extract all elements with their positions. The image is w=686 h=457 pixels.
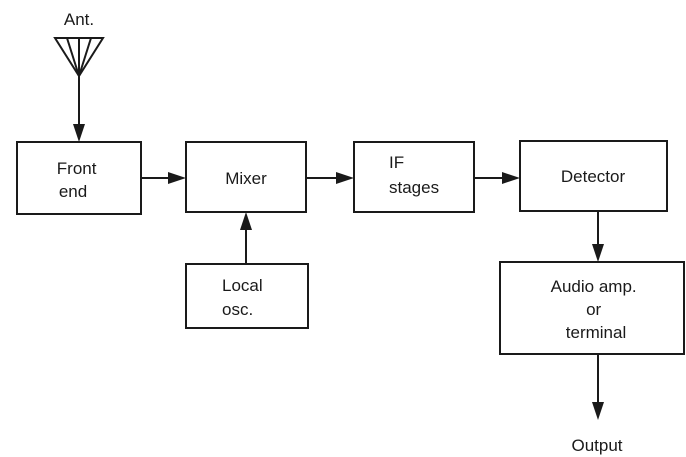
block-mixer: Mixer: [185, 141, 307, 213]
detector-label: Detector: [561, 167, 626, 186]
front-end-label-line-1: Front: [57, 159, 97, 178]
mixer-box: [185, 141, 307, 213]
audio-to-output-arrow: [592, 402, 604, 420]
if-stages-box: [353, 141, 475, 213]
connections: [73, 76, 604, 420]
if-stages-label-line-1: IF: [389, 153, 404, 172]
antenna-to-front-end-arrow: [73, 124, 85, 142]
detector-box: [519, 140, 668, 212]
if-stages-label: IF stages: [389, 153, 439, 197]
block-front-end: Front end: [16, 141, 142, 215]
audio-amp-box: [499, 261, 685, 355]
antenna-label: Ant.: [64, 10, 94, 29]
output-label: Output: [571, 436, 622, 455]
front-end-to-mixer-arrow: [168, 172, 186, 184]
block-local-osc: Local osc.: [185, 263, 309, 329]
local-osc-label-line-2: osc.: [222, 300, 253, 319]
local-osc-label: Local osc.: [222, 276, 267, 319]
block-audio-amp: Audio amp. or terminal: [499, 261, 685, 355]
audio-amp-label-line-2: or: [586, 300, 601, 319]
mixer-to-if-arrow: [336, 172, 354, 184]
antenna: Ant.: [53, 10, 105, 78]
audio-amp-label-line-1: Audio amp.: [551, 277, 637, 296]
front-end-box: [16, 141, 142, 215]
block-detector: Detector: [519, 140, 668, 212]
detector-to-audio-arrow: [592, 244, 604, 262]
block-if-stages: IF stages: [353, 141, 475, 213]
audio-amp-label: Audio amp. or terminal: [551, 277, 642, 342]
mixer-label: Mixer: [225, 169, 267, 188]
antenna-arm-left: [66, 37, 80, 77]
antenna-arm-right: [78, 37, 92, 77]
front-end-label: Front end: [57, 159, 101, 201]
local-osc-box: [185, 263, 309, 329]
local-osc-to-mixer-arrow: [240, 212, 252, 230]
front-end-label-line-2: end: [59, 182, 87, 201]
if-stages-label-line-2: stages: [389, 178, 439, 197]
if-to-detector-arrow: [502, 172, 520, 184]
local-osc-label-line-1: Local: [222, 276, 263, 295]
audio-amp-label-line-3: terminal: [566, 323, 626, 342]
